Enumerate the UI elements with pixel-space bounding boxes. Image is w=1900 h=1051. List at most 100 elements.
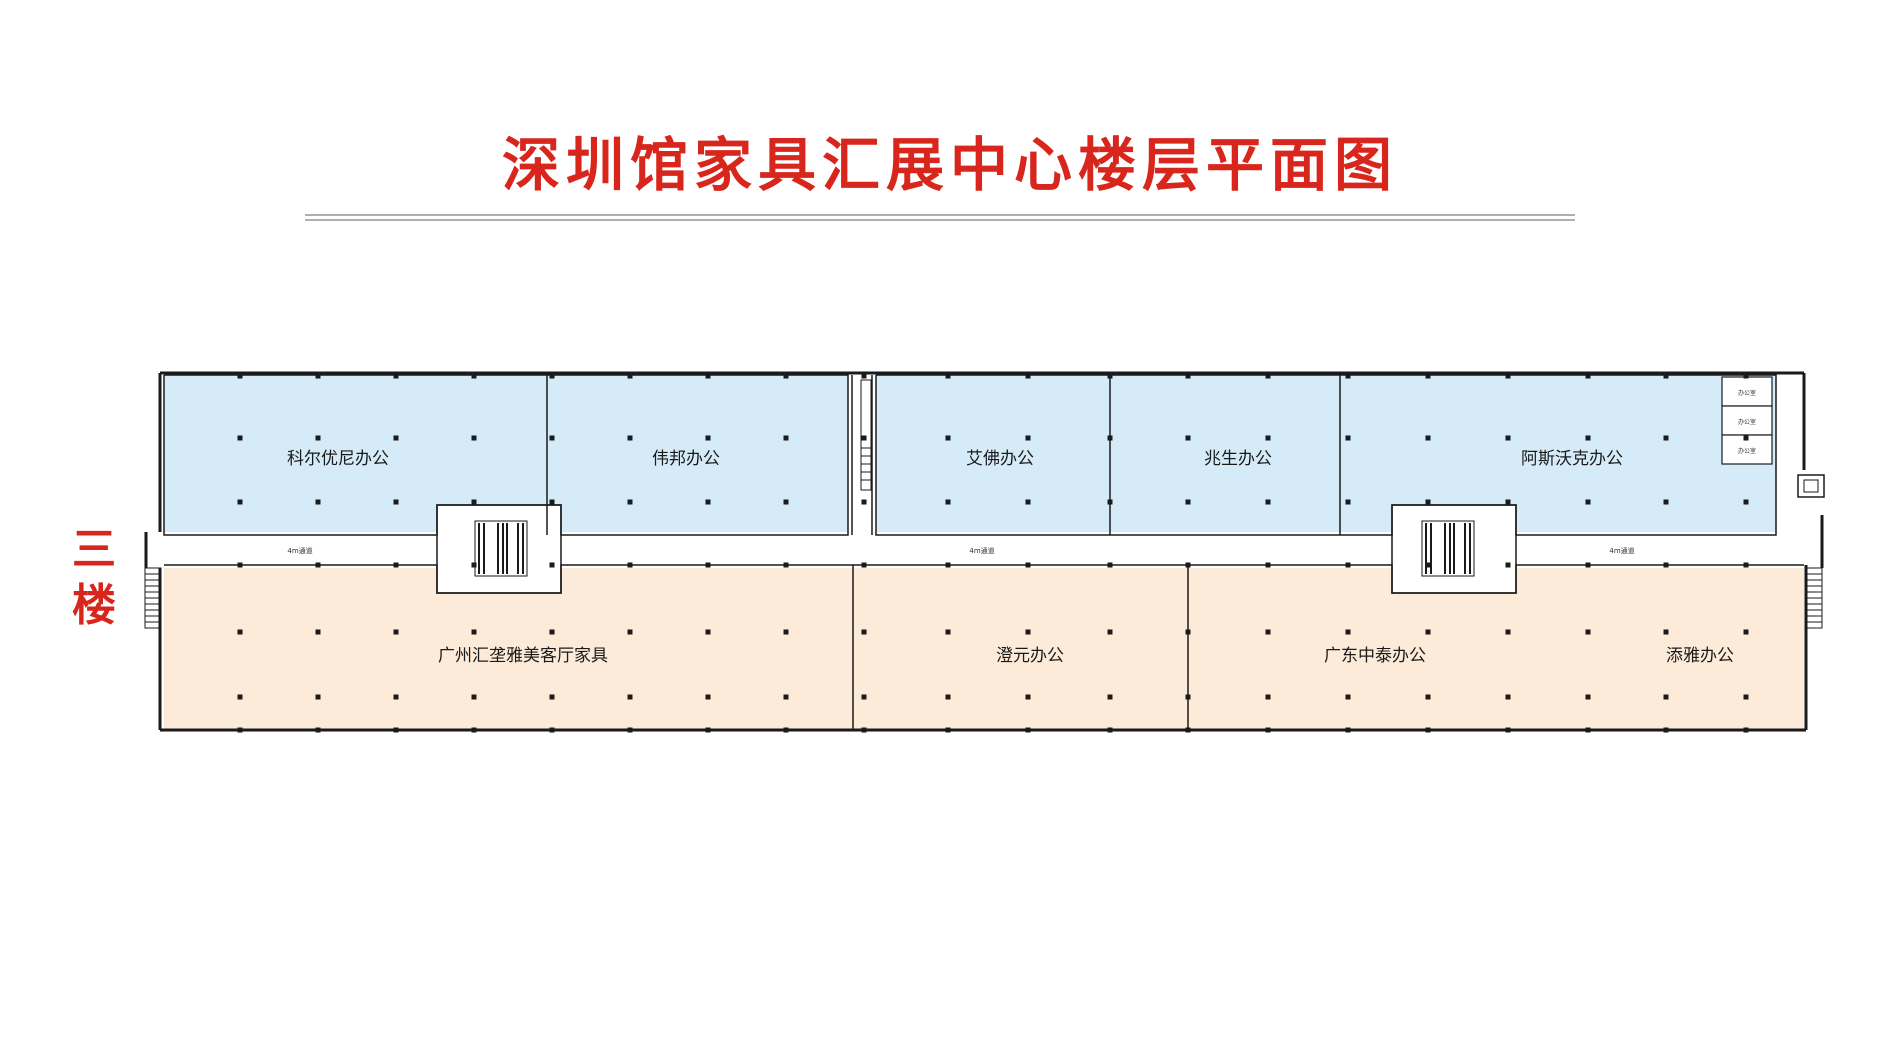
column-marker [315,727,321,733]
column-marker [945,629,951,635]
column-marker [1663,373,1669,379]
column-marker [1185,499,1191,505]
floor-label: 三 楼 [68,522,120,634]
column-marker [471,562,477,568]
column-marker [393,629,399,635]
column-marker [1025,562,1031,568]
column-marker [627,373,633,379]
column-marker [783,373,789,379]
column-marker [549,629,555,635]
column-marker [1505,373,1511,379]
column-marker [1663,562,1669,568]
column-marker [1505,694,1511,700]
column-marker [1663,435,1669,441]
column-marker [861,629,867,635]
column-marker [627,499,633,505]
elevator-icon [1797,474,1825,498]
column-marker [1425,694,1431,700]
column-marker [237,373,243,379]
room-label: 兆生办公 [1204,449,1272,469]
column-marker [783,694,789,700]
column-marker [1265,562,1271,568]
column-marker [1025,694,1031,700]
column-marker [783,562,789,568]
column-marker [237,629,243,635]
column-marker [393,694,399,700]
column-marker [237,727,243,733]
column-marker [1345,373,1351,379]
column-marker [1585,499,1591,505]
column-marker [1585,373,1591,379]
column-marker [1663,499,1669,505]
column-marker [471,373,477,379]
column-marker [1345,694,1351,700]
stair-icon [1805,567,1823,629]
column-marker [1743,727,1749,733]
column-marker [315,562,321,568]
column-marker [549,727,555,733]
column-marker [1265,435,1271,441]
column-marker [705,694,711,700]
column-marker [1345,629,1351,635]
column-marker [945,435,951,441]
column-marker [237,499,243,505]
floor-label-char: 楼 [72,580,116,631]
corridor [146,532,1822,568]
column-marker [1743,629,1749,635]
room-label: 广东中泰办公 [1324,646,1426,666]
column-marker [627,629,633,635]
column-marker [1265,629,1271,635]
column-marker [1585,727,1591,733]
column-marker [471,629,477,635]
column-marker [783,629,789,635]
floor-label-char: 三 [72,524,116,575]
column-marker [705,373,711,379]
column-marker [1425,562,1431,568]
column-marker [1345,499,1351,505]
structural-columns [237,373,1749,733]
column-marker [315,694,321,700]
column-marker [1265,373,1271,379]
column-marker [1025,727,1031,733]
column-marker [1425,499,1431,505]
column-marker [315,499,321,505]
column-marker [627,435,633,441]
column-marker [1265,694,1271,700]
column-marker [1107,629,1113,635]
column-marker [705,499,711,505]
column-marker [237,562,243,568]
column-marker [705,727,711,733]
column-marker [393,499,399,505]
lower-block [164,565,1804,730]
outer-walls [144,371,1824,732]
column-marker [1107,727,1113,733]
small-offices [1721,376,1773,465]
column-marker [627,727,633,733]
column-marker [1185,373,1191,379]
column-marker [1025,373,1031,379]
room-label: 澄元办公 [996,646,1064,666]
column-marker [315,629,321,635]
column-marker [945,694,951,700]
page-title: 深圳馆家具汇展中心楼层平面图 [501,131,1398,199]
column-marker [945,373,951,379]
small-office-label: 办公室 [1738,418,1756,426]
column-marker [627,694,633,700]
column-marker [1743,694,1749,700]
room-label: 艾佛办公 [966,449,1034,469]
column-marker [393,373,399,379]
column-marker [471,499,477,505]
column-marker [1025,629,1031,635]
column-marker [1585,629,1591,635]
column-marker [945,727,951,733]
column-marker [1107,435,1113,441]
column-marker [1743,562,1749,568]
column-marker [393,435,399,441]
column-marker [1663,629,1669,635]
column-marker [549,373,555,379]
column-marker [471,435,477,441]
column-marker [1425,373,1431,379]
column-marker [861,435,867,441]
column-marker [783,435,789,441]
